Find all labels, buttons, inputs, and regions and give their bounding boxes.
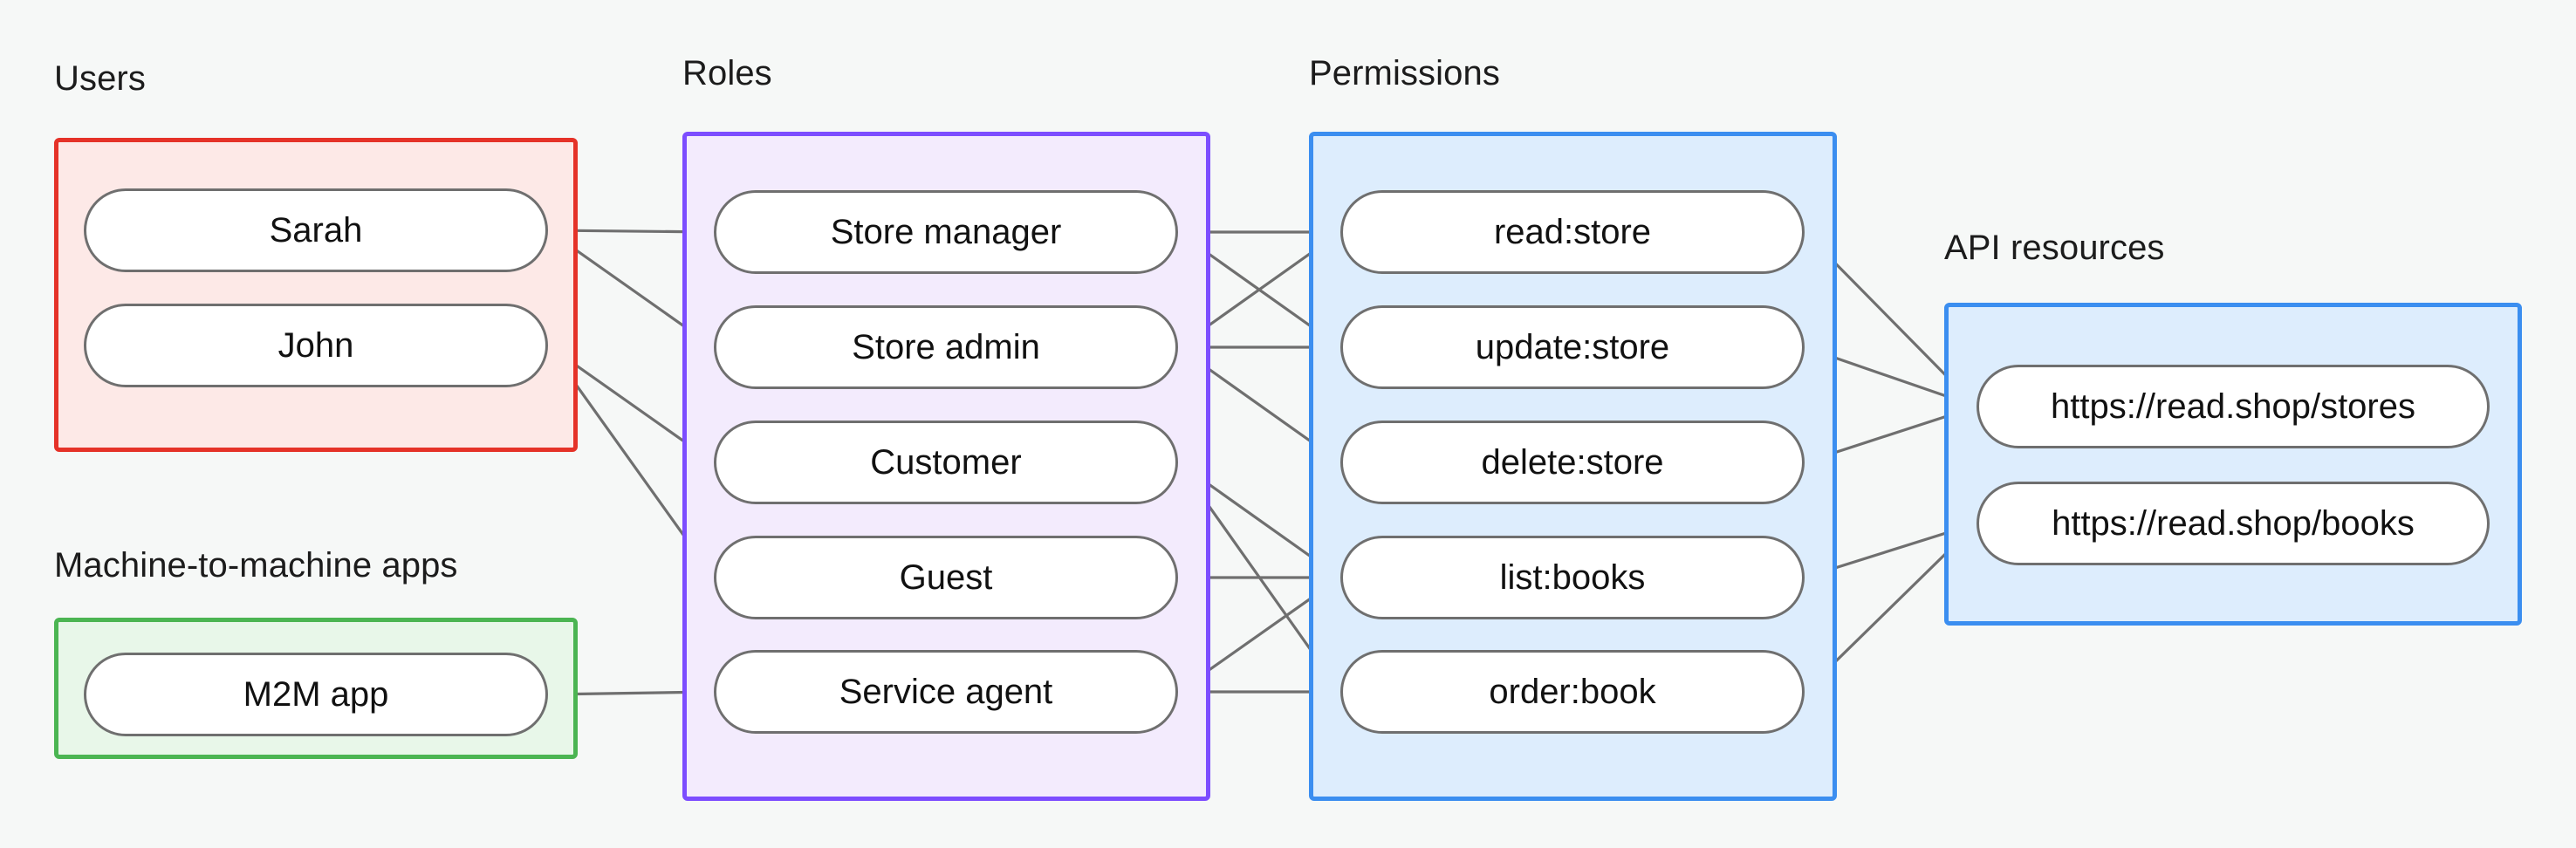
node-delete-store[interactable]: delete:store (1340, 421, 1805, 504)
group-box-api-resources (1944, 303, 2522, 626)
node-m2mapp[interactable]: M2M app (84, 653, 548, 736)
node-label-customer: Customer (870, 442, 1022, 482)
node-label-store-admin: Store admin (852, 327, 1040, 366)
node-label-order-book: order:book (1489, 672, 1656, 711)
node-label-service-agent: Service agent (839, 672, 1053, 711)
node-customer[interactable]: Customer (714, 421, 1178, 504)
node-sarah[interactable]: Sarah (84, 188, 548, 272)
node-label-res-stores: https://read.shop/stores (2050, 386, 2415, 426)
group-box-users (54, 138, 578, 452)
node-label-delete-store: delete:store (1481, 442, 1664, 482)
node-service-agent[interactable]: Service agent (714, 650, 1178, 734)
group-label-permissions: Permissions (1309, 54, 1500, 92)
node-store-admin[interactable]: Store admin (714, 305, 1178, 389)
node-label-read-store: read:store (1493, 212, 1652, 251)
node-store-manager[interactable]: Store manager (714, 190, 1178, 274)
node-label-john: John (277, 325, 354, 365)
node-label-guest: Guest (899, 557, 993, 597)
node-john[interactable]: John (84, 304, 548, 387)
node-label-update-store: update:store (1475, 327, 1670, 366)
node-label-res-books: https://read.shop/books (2052, 503, 2415, 543)
group-label-roles: Roles (682, 54, 772, 92)
node-label-sarah: Sarah (269, 210, 363, 250)
node-read-store[interactable]: read:store (1340, 190, 1805, 274)
group-label-users: Users (54, 59, 146, 98)
node-guest[interactable]: Guest (714, 536, 1178, 619)
node-update-store[interactable]: update:store (1340, 305, 1805, 389)
node-list-books[interactable]: list:books (1340, 536, 1805, 619)
node-order-book[interactable]: order:book (1340, 650, 1805, 734)
node-res-books[interactable]: https://read.shop/books (1977, 482, 2490, 565)
node-label-m2mapp: M2M app (243, 674, 389, 714)
group-label-api-resources: API resources (1944, 229, 2165, 267)
node-label-list-books: list:books (1499, 557, 1646, 597)
group-label-m2m: Machine-to-machine apps (54, 546, 458, 585)
node-res-stores[interactable]: https://read.shop/stores (1977, 365, 2490, 448)
node-label-store-manager: Store manager (830, 212, 1062, 251)
